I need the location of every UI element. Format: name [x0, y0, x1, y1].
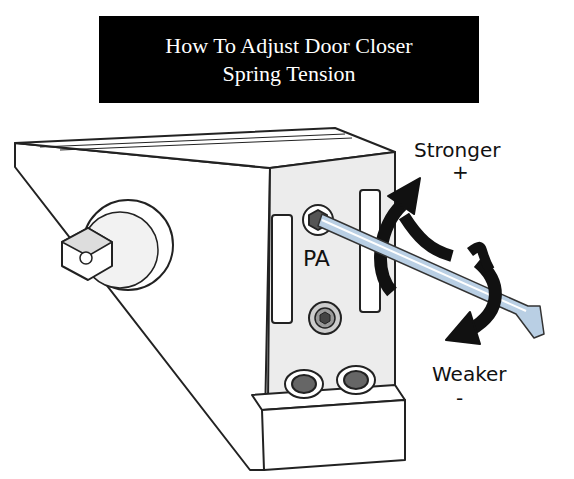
valve-hole: [344, 371, 368, 389]
rotation-arrow-tail: [404, 216, 452, 256]
bottom-block: [262, 400, 405, 470]
closer-side-face: [15, 143, 270, 470]
title-banner: How To Adjust Door Closer Spring Tension: [99, 16, 479, 103]
top-edge-line: [60, 138, 352, 150]
rotation-arrow: [470, 262, 495, 330]
arrow-head: [446, 312, 480, 344]
sign-label: -: [456, 386, 463, 410]
valve-hole: [285, 370, 323, 398]
screw: [309, 302, 341, 334]
hex-shaft: [62, 228, 112, 280]
direction-label: Stronger: [414, 138, 500, 162]
rotation-arrow-tail: [470, 247, 490, 270]
hex-key: [318, 214, 544, 338]
screw-head: [315, 308, 335, 328]
valve-hole: [337, 366, 375, 394]
screw-hex: [320, 312, 330, 324]
direction-label: Weaker: [432, 362, 507, 386]
mounting-slot: [272, 215, 292, 323]
title: How To Adjust Door Closer Spring Tension: [144, 32, 434, 88]
end-plate: [268, 152, 395, 405]
valve-hole: [292, 375, 316, 393]
arrow-head: [388, 178, 420, 214]
port-label: PA: [303, 246, 330, 271]
shaft-hole: [80, 252, 92, 264]
sign-label: +: [452, 160, 469, 184]
